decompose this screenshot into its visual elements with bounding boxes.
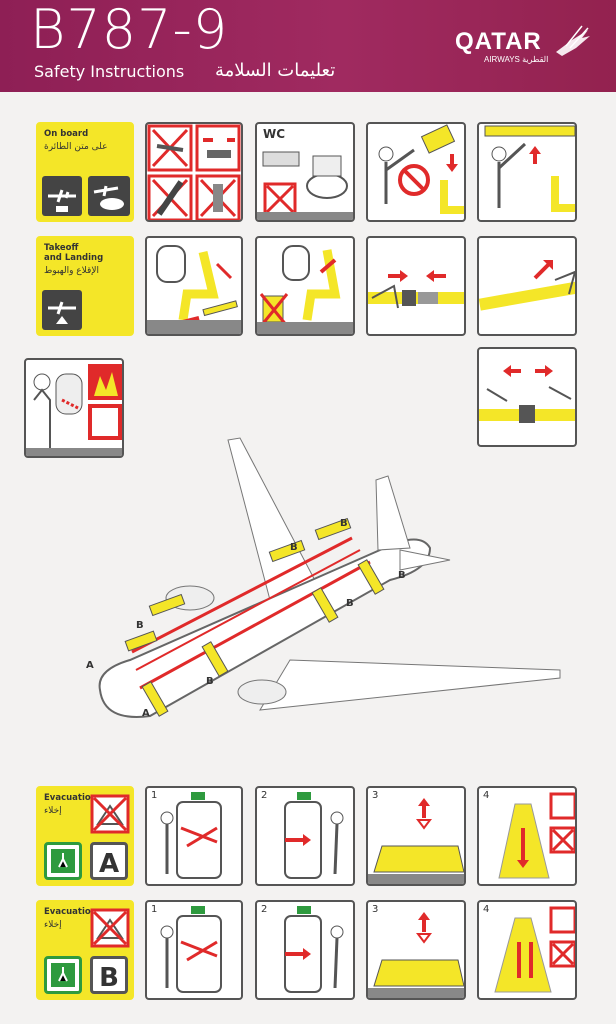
- evac-a-step-1: 1: [145, 786, 243, 886]
- exit-sign-icon: [44, 956, 82, 994]
- oxygen-panel: [24, 358, 124, 458]
- horizontal-stabilizer: [399, 549, 451, 571]
- evac-b-label-arabic: إخلاء: [44, 920, 62, 930]
- step-number: 4: [483, 904, 490, 915]
- wc-panel: WC: [255, 122, 355, 222]
- evac-b-label: Evacuation: [44, 907, 97, 917]
- step-number: 4: [483, 790, 490, 801]
- takeoff-label-arabic: الإقلاع والهبوط: [44, 266, 99, 276]
- aircraft-diagram: [98, 437, 561, 718]
- step-number: 1: [151, 790, 158, 801]
- vertical-stabilizer: [375, 475, 411, 551]
- slide-8: [124, 630, 158, 652]
- evac-a-step-4: 4: [477, 786, 577, 886]
- exit-sign-icon: [44, 842, 82, 880]
- door-label: B: [206, 676, 214, 687]
- door-label: B: [340, 518, 348, 529]
- no-heels-icon: [90, 794, 130, 834]
- fuselage: [98, 538, 432, 718]
- seat-adjust-panel: [477, 122, 577, 222]
- takeoff-plane-icon: [42, 176, 82, 216]
- escape-path-lower: [139, 560, 371, 690]
- no-heels-icon: [90, 908, 130, 948]
- step-number: 2: [261, 790, 268, 801]
- evac-b-step-4: 4: [477, 900, 577, 1000]
- stow-bag-panel: [255, 236, 355, 336]
- oryx-logo-icon: [556, 25, 590, 56]
- left-wing: [227, 437, 321, 601]
- door-label: B: [136, 620, 144, 631]
- slide-7: [141, 681, 169, 717]
- step-number: 3: [372, 790, 379, 801]
- slide-1: [148, 593, 186, 617]
- evac-a-label: Evacuation: [44, 793, 97, 803]
- step-number: 3: [372, 904, 379, 915]
- right-engine: [237, 679, 287, 705]
- right-wing: [259, 659, 561, 711]
- page-subtitle-arabic: تعليمات السلامة: [215, 60, 336, 81]
- onboard-label-arabic: على متن الطائرة: [44, 142, 108, 152]
- step-number: 2: [261, 904, 268, 915]
- evac-b-label-panel: Evacuation إخلاء B: [36, 900, 134, 1000]
- wc-label: WC: [263, 127, 286, 141]
- plan-letter-b: B: [90, 956, 128, 994]
- step-number: 1: [151, 904, 158, 915]
- door-label: A: [86, 660, 94, 671]
- cloud-plane-icon: [88, 176, 130, 216]
- door-label: B: [290, 542, 298, 553]
- door-label: A: [142, 708, 150, 719]
- evac-a-label-arabic: إخلاء: [44, 806, 62, 816]
- page-title: B787-9: [30, 0, 229, 61]
- plan-letter-a: A: [90, 842, 128, 880]
- slide-2: [268, 539, 306, 563]
- slide-3: [314, 517, 352, 541]
- escape-path-upper: [131, 536, 353, 654]
- landing-plane-icon: [42, 290, 82, 330]
- onboard-label-panel: On board على متن الطائرة: [36, 122, 134, 222]
- airline-logo: QATAR: [455, 28, 542, 55]
- header-banner: B787-9 Safety Instructions تعليمات السلا…: [0, 0, 616, 92]
- takeoff-label-line1: Takeoff: [44, 243, 79, 253]
- evac-a-label-panel: Evacuation إخلاء A: [36, 786, 134, 886]
- fasten-belt-panel: [366, 236, 466, 336]
- evac-b-step-2: 2: [255, 900, 355, 1000]
- takeoff-label-panel: Takeoff and Landing الإقلاع والهبوط: [36, 236, 134, 336]
- evac-b-step-3: 3: [366, 900, 466, 1000]
- tighten-belt-panel: [477, 236, 577, 336]
- slide-6: [357, 559, 385, 595]
- door-label: B: [346, 598, 354, 609]
- airline-logo-sub: AIRWAYS القطرية: [484, 55, 549, 64]
- takeoff-label-line2: and Landing: [44, 253, 104, 263]
- door-label: B: [398, 570, 406, 581]
- unfasten-belt-panel: [477, 347, 577, 447]
- evac-b-step-1: 1: [145, 900, 243, 1000]
- evac-a-step-3: 3: [366, 786, 466, 886]
- overhead-bin-panel: [366, 122, 466, 222]
- escape-path-mid: [135, 549, 361, 671]
- slide-5: [311, 587, 339, 623]
- evac-a-step-2: 2: [255, 786, 355, 886]
- page-subtitle: Safety Instructions: [34, 62, 185, 81]
- slide-4: [201, 641, 229, 677]
- no-devices-panel: [145, 122, 243, 222]
- seat-upright-panel: [145, 236, 243, 336]
- onboard-label: On board: [44, 129, 89, 139]
